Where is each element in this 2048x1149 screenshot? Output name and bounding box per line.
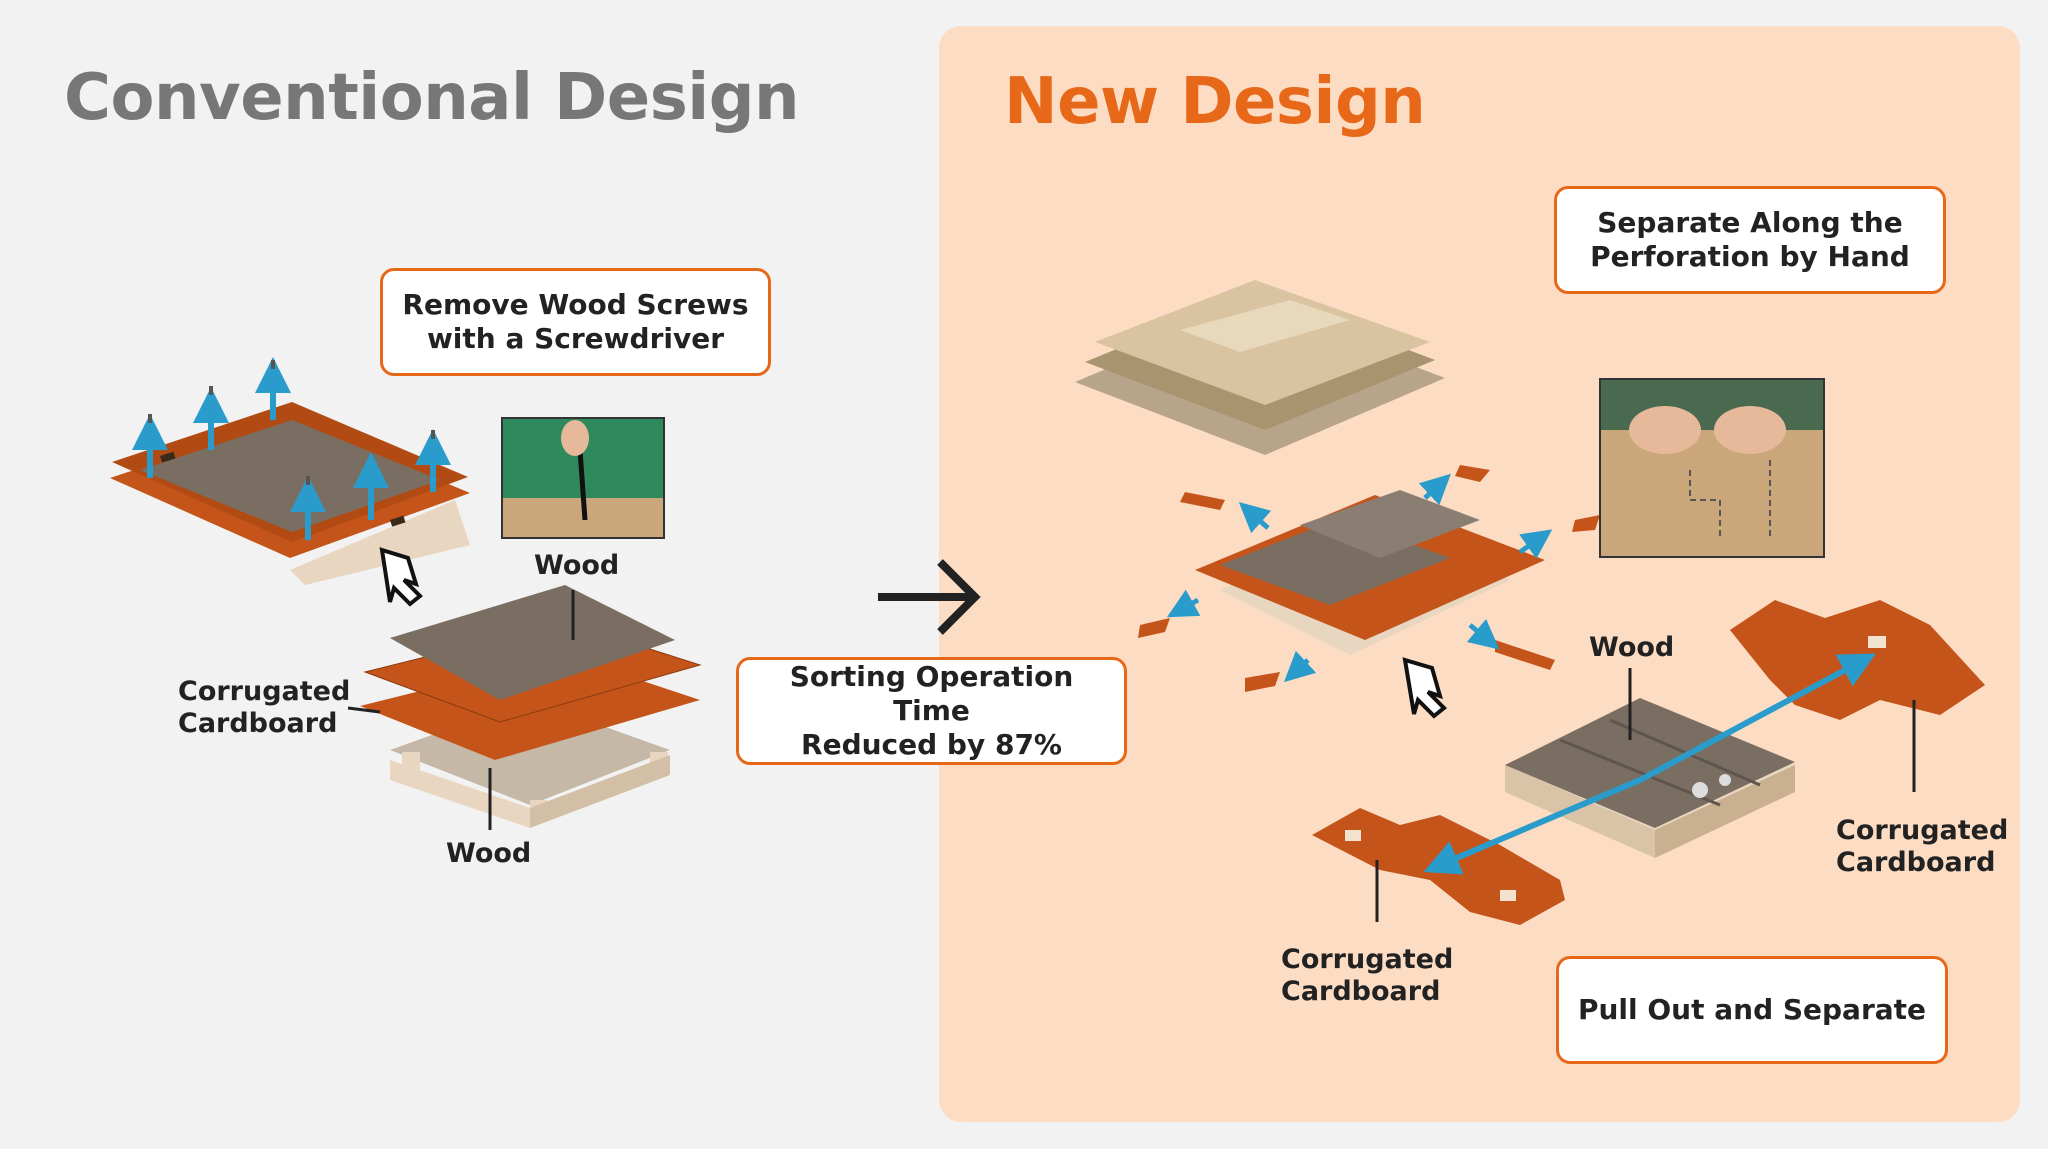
label-wood-bottom: Wood [446,838,532,869]
screwdriver-photo [501,417,665,539]
new-design-title: New Design [1004,65,1426,139]
down-arrow-icon-new [1402,657,1447,719]
pull-out-callout: Pull Out and Separate [1556,956,1948,1064]
pull-out-arrows [1423,653,1876,875]
label-corrugated-cardboard-conventional: Corrugated Cardboard [178,676,351,739]
sorting-time-callout: Sorting Operation Time Reduced by 87% [736,657,1127,765]
leader-lines-new [1375,668,1916,922]
perforated-pallet-illustration [1138,465,1600,692]
conventional-design-title: Conventional Design [64,61,800,135]
label-wood-top: Wood [534,550,620,581]
separate-perforation-callout: Separate Along the Perforation by Hand [1554,186,1946,294]
leader-lines-conventional [347,590,575,830]
screw-icons [148,360,435,485]
stacked-pallets-photo [1075,280,1445,455]
remove-screws-callout: Remove Wood Screws with a Screwdriver [380,268,771,376]
label-corrugated-cardboard-left: Corrugated Cardboard [1281,944,1454,1007]
perforation-separate-arrows [1166,473,1553,683]
down-arrow-icon [379,547,423,607]
screw-removal-arrows [132,357,451,540]
wood-pallet-base [1505,698,1795,858]
assembled-pallet-illustration [110,402,470,585]
exploded-pallet-illustration [360,585,702,828]
hand-separation-photo [1599,378,1825,558]
transition-arrow-icon [878,559,981,635]
label-wood-new: Wood [1589,632,1675,663]
label-corrugated-cardboard-right: Corrugated Cardboard [1836,815,2009,878]
